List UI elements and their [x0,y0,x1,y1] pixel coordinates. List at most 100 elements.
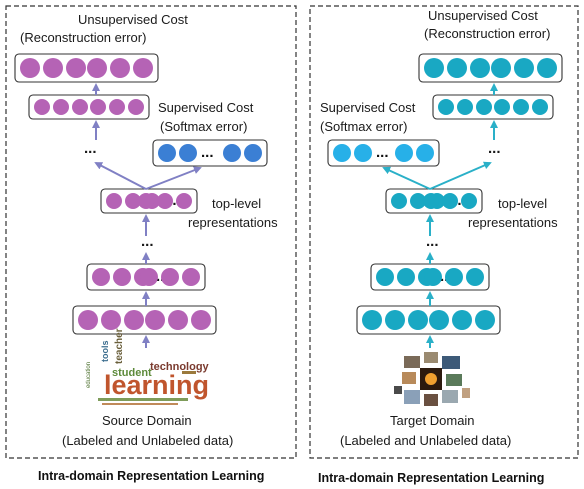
neuron-node [452,310,472,330]
neuron-node [125,193,141,209]
target-ellipsis-mid: ... [488,140,501,157]
neuron-node [145,310,165,330]
neuron-node [494,99,510,115]
target-softmax-error-label: (Softmax error) [320,119,407,134]
neuron-node [424,268,442,286]
layer-box [152,139,268,167]
neuron-node [157,193,173,209]
svg-text:teacher: teacher [114,328,125,364]
neuron-node [461,193,477,209]
neuron-node [138,193,154,209]
target-top-level-label: top-level [498,196,547,211]
neuron-node [470,58,490,78]
neuron-node [72,99,88,115]
target-arrow-to-softmax [382,166,431,190]
word-cloud-image: tools student teacher technology learnin… [86,328,210,405]
svg-text:tools: tools [100,341,110,363]
neuron-node [457,99,473,115]
neuron-node [87,58,107,78]
svg-text:student: student [112,367,152,379]
neuron-node [476,99,492,115]
target-hidden-layer-3: ... [432,94,554,120]
neuron-node [447,58,467,78]
source-arrow-to-softmax [145,166,202,190]
layer-box [327,139,440,167]
target-reconstruction-error-label: (Reconstruction error) [424,26,550,41]
neuron-node [43,58,63,78]
neuron-node [90,99,106,115]
source-panel: Unsupervised Cost (Reconstruction error)… [5,5,297,459]
neuron-node [34,99,50,115]
neuron-node [223,144,241,162]
neuron-node [124,310,144,330]
source-unsupervised-cost-title: Unsupervised Cost [78,12,188,27]
source-input-layer: ... [72,305,217,335]
neuron-node [110,58,130,78]
neuron-node [397,268,415,286]
neuron-node [514,58,534,78]
neuron-node [513,99,529,115]
neuron-node [128,99,144,115]
neuron-node [410,193,426,209]
neuron-node [475,310,495,330]
neuron-node [416,144,434,162]
source-softmax-layer: ... [152,139,268,167]
source-hidden-layer-2: ... [86,263,206,291]
target-representations-label: representations [468,215,558,230]
neuron-node [191,310,211,330]
neuron-node [161,268,179,286]
neuron-node [179,144,197,162]
neuron-node [244,144,262,162]
source-softmax-error-label: (Softmax error) [160,119,247,134]
neuron-node [140,268,158,286]
target-hidden-layer-2: ... [370,263,490,291]
layer-ellipsis: ... [376,144,389,161]
source-ellipsis-mid: ... [84,140,97,157]
neuron-node [168,310,188,330]
target-unsupervised-cost-title: Unsupervised Cost [428,8,538,23]
neuron-node [20,58,40,78]
neuron-node [66,58,86,78]
neuron-node [109,99,125,115]
source-hidden-layer-3: ... [28,94,150,120]
source-arrow-to-hidden [94,162,147,190]
neuron-node [362,310,382,330]
svg-text:learning: learning [104,370,209,400]
neuron-node [408,310,428,330]
source-top-level-layer: ... [100,188,198,214]
target-panel: Unsupervised Cost (Reconstruction error)… [309,5,579,459]
source-representations-label: representations [188,215,278,230]
neuron-node [423,193,439,209]
target-top-level-layer: ... [385,188,483,214]
neuron-node [537,58,557,78]
source-reconstruction-error-label: (Reconstruction error) [20,30,146,45]
source-reconstruction-layer: ... [14,53,159,83]
neuron-node [176,193,192,209]
source-panel-border [5,5,297,459]
neuron-node [78,310,98,330]
source-ellipsis-low: ... [141,233,154,250]
source-domain-label: Source Domain [102,413,192,428]
layer-ellipsis: ... [201,144,214,161]
source-top-level-label: top-level [212,196,261,211]
target-input-layer: ... [356,305,501,335]
target-arrow-to-hidden [429,161,492,190]
target-softmax-layer: ... [327,139,440,167]
neuron-node [445,268,463,286]
target-ellipsis-low: ... [426,233,439,250]
target-caption: Intra-domain Representation Learning [318,471,544,485]
neuron-node [424,58,444,78]
neuron-node [466,268,484,286]
neuron-node [385,310,405,330]
source-supervised-cost-title: Supervised Cost [158,100,254,115]
neuron-node [158,144,176,162]
neuron-node [391,193,407,209]
neuron-node [491,58,511,78]
neuron-node [182,268,200,286]
target-data-label: (Labeled and Unlabeled data) [340,433,511,448]
neuron-node [376,268,394,286]
neuron-node [442,193,458,209]
source-data-label: (Labeled and Unlabeled data) [62,433,233,448]
neuron-node [133,58,153,78]
neuron-node [395,144,413,162]
